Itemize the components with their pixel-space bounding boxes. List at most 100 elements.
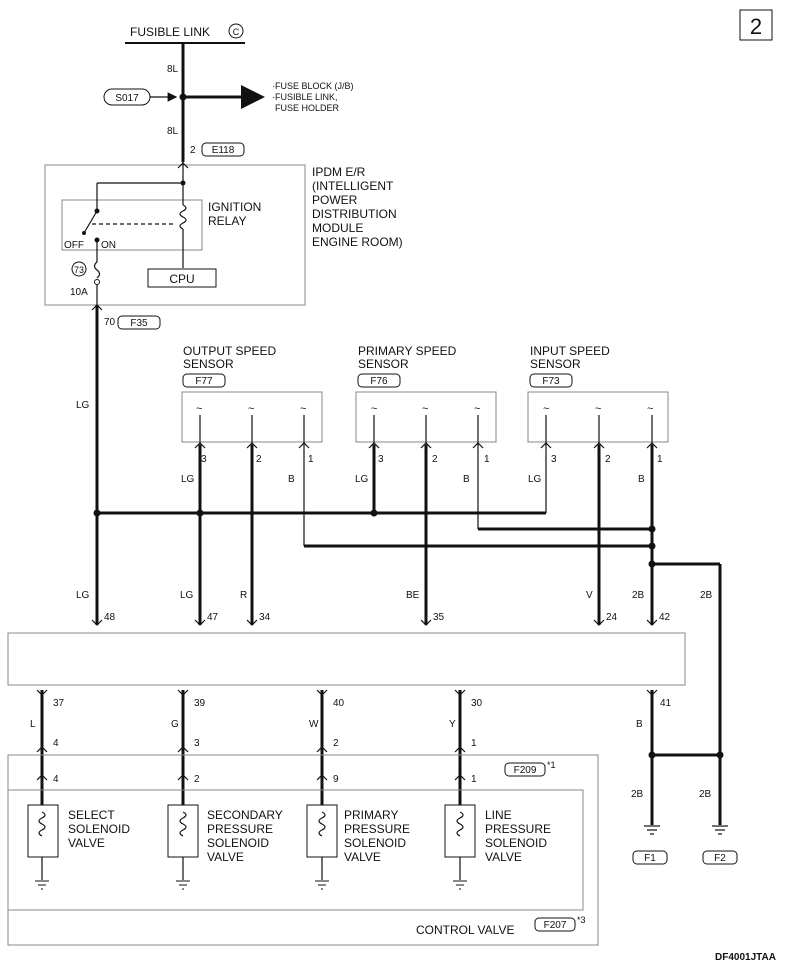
tcm-terminal-37: 37: [53, 698, 65, 709]
f207-pin-4: 4: [53, 774, 59, 785]
solenoid-wiring: 37 L 4 4 39 G 3 2 40 W 2 9 30 Y 1 1: [30, 690, 483, 805]
f209-id: F209: [514, 765, 537, 776]
ground-icon: [644, 825, 728, 835]
terminal-marks: [36, 162, 658, 781]
ipdm-title-1: IPDM E/R: [312, 165, 366, 179]
sensor-output-name-2: SENSOR: [183, 357, 234, 371]
sensor-output-pin1: 1: [308, 454, 314, 465]
ground-f1: F1: [644, 853, 656, 864]
ground-wire: B: [636, 719, 643, 730]
fuse-rating: 10A: [70, 287, 88, 298]
f209-pin-2: 2: [333, 738, 339, 749]
sensor-output-connector: F77: [195, 376, 213, 387]
sensor-primary-wire3: LG: [355, 474, 369, 485]
tcm-terminal-39: 39: [194, 698, 206, 709]
sensor-input-pin2: 2: [605, 454, 611, 465]
f207-pin-2: 2: [194, 774, 200, 785]
sensor-primary-connector: F76: [370, 376, 388, 387]
tcm-terminal-40: 40: [333, 698, 345, 709]
solenoid-select: SELECT SOLENOID VALVE: [27, 804, 130, 890]
sensor-output-wire3: LG: [181, 474, 195, 485]
svg-text:~: ~: [543, 403, 549, 415]
tcm-top-labels: LG 48 LG 47 R 34 BE 35 V 24 2B 42: [76, 590, 671, 623]
tcm-wire-24: V: [586, 590, 593, 601]
ipdm-terminal: 2: [190, 145, 196, 156]
solenoid-secondary-2: PRESSURE: [207, 822, 273, 836]
relay-on: ON: [101, 240, 116, 251]
sensor-input-name-2: SENSOR: [530, 357, 581, 371]
ipdm-out-connector: F35: [130, 318, 148, 329]
bypass-wire: 2B: [700, 590, 713, 601]
ipdm-connector: E118: [212, 145, 235, 156]
tcm-wire-34: R: [240, 590, 247, 601]
solenoid-primary-1: PRIMARY: [344, 808, 398, 822]
solenoid-select-2: SOLENOID: [68, 822, 130, 836]
f209-note: *1: [547, 760, 556, 770]
svg-text:~: ~: [196, 403, 202, 415]
ground-right-wire: 2B: [699, 789, 712, 800]
f209-pin-1: 1: [471, 738, 477, 749]
page-number-box: 2: [739, 9, 773, 41]
ipdm-title-4: DISTRIBUTION: [312, 207, 397, 221]
svg-text:~: ~: [300, 403, 306, 415]
tcm-wire-47: LG: [180, 590, 194, 601]
solenoid-primary: PRIMARY PRESSURE SOLENOID VALVE: [306, 804, 410, 890]
tcm-terminal-35: 35: [433, 612, 445, 623]
ipdm-module: IPDM E/R (INTELLIGENT POWER DISTRIBUTION…: [44, 162, 403, 411]
solenoid-line-4: VALVE: [485, 850, 522, 864]
tcm-wire-30: Y: [449, 719, 456, 730]
ground-f2: F2: [714, 853, 726, 864]
control-valve-label: CONTROL VALVE: [416, 923, 514, 937]
wire-8l-bottom: 8L: [167, 126, 179, 137]
power-feed: FUSIBLE LINK C 8L 8L ·FUSE BLOCK (J/B) ·…: [103, 23, 354, 162]
f207-pin-9: 9: [333, 774, 339, 785]
relay-label-1: IGNITION: [208, 200, 261, 214]
wire-8l-top: 8L: [167, 64, 179, 75]
svg-text:~: ~: [474, 403, 480, 415]
sensor-output-pin2: 2: [256, 454, 262, 465]
solenoid-primary-4: VALVE: [344, 850, 381, 864]
solenoid-select-1: SELECT: [68, 808, 115, 822]
fuse-symbol: [93, 261, 101, 279]
relay-label-2: RELAY: [208, 214, 246, 228]
solenoid-primary-3: SOLENOID: [344, 836, 406, 850]
control-valve: CONTROL VALVE F207 *3: [7, 789, 586, 937]
ipdm-out-terminal: 70: [104, 317, 116, 328]
tcm-body: [7, 632, 686, 686]
sensor-input-name-1: INPUT SPEED: [530, 344, 610, 358]
sensor-input-pin3: 3: [551, 454, 557, 465]
dest-fuse-block: ·FUSE BLOCK (J/B): [272, 81, 354, 91]
sensor-output-speed: OUTPUT SPEED SENSOR F77 3 2 1 LG B: [181, 344, 323, 485]
sensor-primary-speed: PRIMARY SPEED SENSOR F76 3 2 1 LG B: [355, 344, 497, 485]
sensor-output-wire1: B: [288, 474, 295, 485]
f209-pin-3: 3: [194, 738, 200, 749]
solenoid-line-1: LINE: [485, 808, 512, 822]
sensor-primary-name-2: SENSOR: [358, 357, 409, 371]
sensor-input-wire3: LG: [528, 474, 542, 485]
solenoid-secondary-3: SOLENOID: [207, 836, 269, 850]
sensor-input-connector: F73: [542, 376, 560, 387]
svg-text:~: ~: [595, 403, 601, 415]
ipdm-title-5: MODULE: [312, 221, 363, 235]
solenoid-line-pressure: LINE PRESSURE SOLENOID VALVE: [444, 804, 551, 890]
tcm-terminal-47: 47: [207, 612, 219, 623]
fuse-number: 73: [74, 265, 84, 275]
sensor-output-pin3: 3: [201, 454, 207, 465]
solenoid-secondary: SECONDARY PRESSURE SOLENOID VALVE: [167, 804, 283, 890]
svg-text:~: ~: [422, 403, 428, 415]
ground-terminal: 41: [660, 698, 672, 709]
f207-pin-1: 1: [471, 774, 477, 785]
relay-off: OFF: [64, 240, 84, 251]
ground-branch: 41 B 2B 2B F1 F2: [631, 690, 738, 865]
dest-fusible-link: ·FUSIBLE LINK,: [272, 92, 338, 102]
tcm-wire-35: BE: [406, 590, 420, 601]
fusible-link-label: FUSIBLE LINK: [130, 25, 210, 39]
tcm-terminal-34: 34: [259, 612, 271, 623]
ipdm-title-3: POWER: [312, 193, 358, 207]
fusible-link-id: C: [233, 27, 240, 37]
svg-text:~: ~: [248, 403, 254, 415]
f209-pin-4: 4: [53, 738, 59, 749]
tcm-terminal-42: 42: [659, 612, 671, 623]
cpu-box: [147, 268, 217, 288]
